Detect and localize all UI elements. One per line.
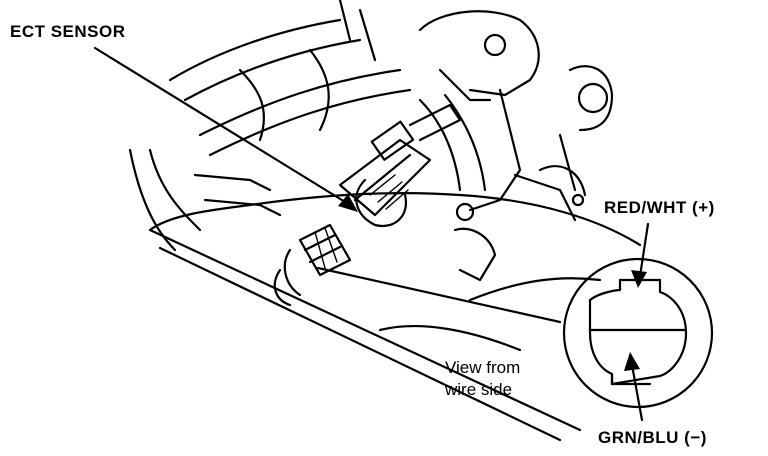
grn-blu-label: GRN/BLU (−) — [598, 428, 707, 447]
coolant-hoses — [128, 0, 487, 252]
red-wht-label: RED/WHT (+) — [604, 198, 715, 217]
thermostat-housing — [418, 10, 614, 282]
connector-face-view — [562, 257, 714, 409]
engine-block — [148, 191, 642, 442]
wire-side-label: wire side — [445, 380, 513, 399]
ect-sensor-pointer — [93, 46, 358, 212]
harness-connector — [273, 223, 352, 307]
ect-sensor-label: ECT SENSOR — [10, 22, 126, 41]
red-wht-pointer — [631, 222, 650, 288]
connector-view-leader — [316, 266, 562, 324]
grn-blu-pointer — [624, 352, 644, 422]
ect-sensor-body — [338, 103, 462, 228]
view-from-label: View from — [445, 358, 521, 377]
